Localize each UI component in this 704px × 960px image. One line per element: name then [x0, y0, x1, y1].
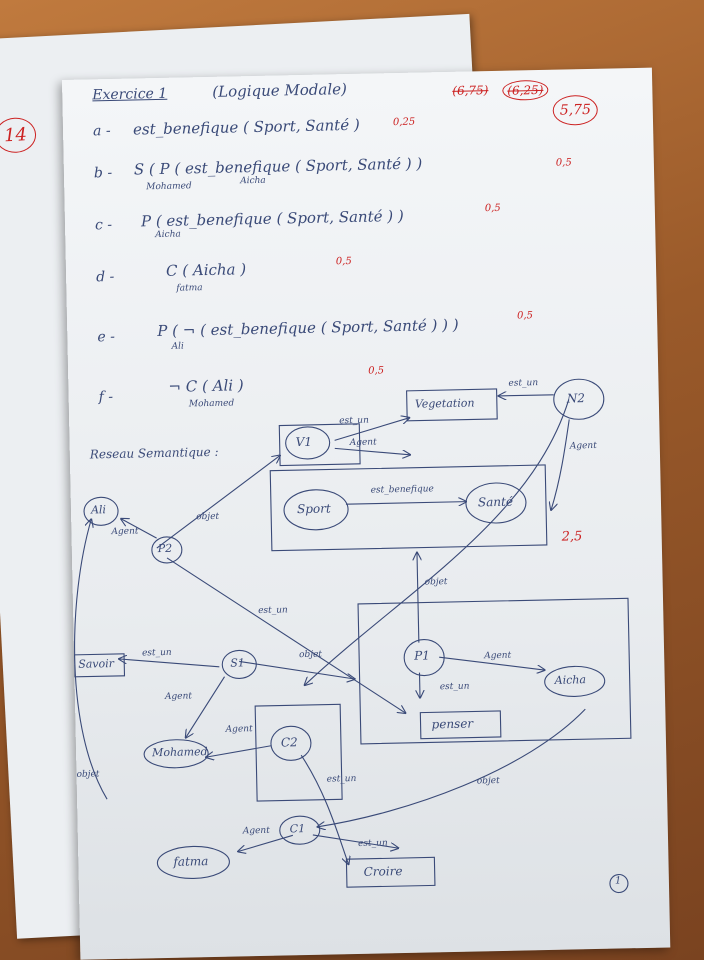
edge-label-agent: Agent — [164, 691, 193, 702]
node-ali — [83, 496, 119, 526]
node-sante — [465, 482, 527, 524]
edge-s1-savoir — [119, 657, 220, 668]
edge-label-est-un: est_un — [258, 605, 288, 617]
edge-c2-mohamed — [206, 745, 272, 757]
node-n2-label: N2 — [566, 391, 586, 406]
edge-n2-sante — [549, 419, 570, 509]
edge-n2-c2 — [299, 399, 570, 685]
edge-s1-p1 — [239, 660, 354, 681]
p1-container — [357, 597, 632, 745]
edge-p1-aicha — [439, 656, 544, 672]
edge-c1-fatma — [238, 834, 294, 851]
node-fatma — [156, 845, 230, 879]
edge-sport-sante — [345, 502, 466, 505]
node-c1-label: C1 — [289, 822, 306, 836]
edge-label-agent: Agent — [484, 650, 512, 662]
node-penser — [419, 710, 502, 740]
page-number-circle — [609, 873, 629, 894]
node-mohamed-label: Mohamed — [151, 745, 208, 760]
edge-label-est-un: est_un — [326, 773, 357, 785]
semantic-network-diagram — [73, 378, 632, 894]
node-croire — [345, 856, 436, 888]
node-c2-label: C2 — [280, 735, 298, 750]
edge-label-agent: Agent — [242, 825, 270, 837]
node-v1 — [285, 426, 331, 460]
front-paper-sheet: Exercice 1 (Logique Modale) (6,75) (6,25… — [62, 67, 671, 960]
edge-objet-ali — [74, 519, 108, 800]
v1-container — [278, 423, 361, 467]
node-p2-label: P2 — [157, 541, 173, 556]
page-number: 1 — [614, 875, 622, 887]
node-c2 — [270, 725, 312, 761]
edge-label-est-un: est_un — [357, 838, 388, 849]
edge-label-objet: objet — [196, 511, 220, 523]
edge-p2-v1 — [156, 456, 282, 549]
node-fatma-label: fatma — [173, 854, 209, 869]
edge-label-agent: Agent — [569, 440, 597, 452]
edge-label-objet: objet — [424, 577, 448, 588]
edge-v1-agent — [334, 447, 410, 457]
edge-label-est-un: est_un — [141, 647, 172, 659]
node-sport-label: Sport — [296, 501, 331, 517]
node-s1-label: S1 — [230, 656, 245, 670]
node-savoir-label: Savoir — [78, 657, 115, 671]
edge-s1-mohamed — [185, 676, 225, 738]
sport-sante-container — [269, 464, 548, 552]
node-s1 — [221, 649, 257, 679]
node-savoir — [73, 653, 126, 678]
node-vegetation-label: Vegetation — [414, 396, 475, 411]
node-aicha — [544, 665, 606, 697]
edge-c1-aicha — [315, 708, 586, 827]
node-p1 — [403, 638, 445, 677]
edge-label-agent: Agent — [349, 437, 377, 449]
edge-p1-penser — [419, 672, 420, 698]
edge-p1-sport-sante — [417, 553, 419, 643]
node-penser-label: penser — [431, 716, 474, 732]
node-croire-label: Croire — [363, 864, 403, 879]
margin-grade: 14 — [0, 116, 37, 154]
node-n2 — [553, 378, 605, 420]
node-mohamed — [143, 739, 209, 769]
edge-label-est-benefique: est_benefique — [370, 484, 434, 496]
edge-label-objet: objet — [76, 769, 100, 780]
edge-c2-croire — [300, 754, 348, 865]
edge-label-objet: objet — [298, 649, 323, 661]
edge-label-agent: Agent — [225, 724, 253, 735]
edge-c1-croire — [312, 834, 398, 850]
edge-label-est-un: est_un — [439, 681, 470, 693]
edge-v1-vegetation — [334, 418, 409, 441]
node-c1 — [279, 815, 321, 845]
node-ali-label: Ali — [90, 503, 107, 517]
node-v1-label: V1 — [295, 434, 313, 450]
edge-p2-penser — [166, 557, 405, 718]
edge-label-agent: Agent — [111, 526, 139, 538]
edge-label-est-un: est_un — [508, 378, 539, 389]
edge-label-objet: objet — [476, 775, 500, 787]
edge-label-est-un: est_un — [339, 415, 369, 427]
node-aicha-label: Aicha — [554, 673, 587, 687]
edge-n2-vegetation — [499, 395, 554, 396]
c2-container — [254, 703, 343, 802]
edge-p2-ali — [121, 518, 157, 539]
node-sport — [283, 489, 349, 531]
node-sante-label: Santé — [477, 494, 514, 510]
node-vegetation — [406, 388, 498, 422]
node-p2 — [151, 536, 183, 564]
node-p1-label: P1 — [413, 648, 430, 663]
